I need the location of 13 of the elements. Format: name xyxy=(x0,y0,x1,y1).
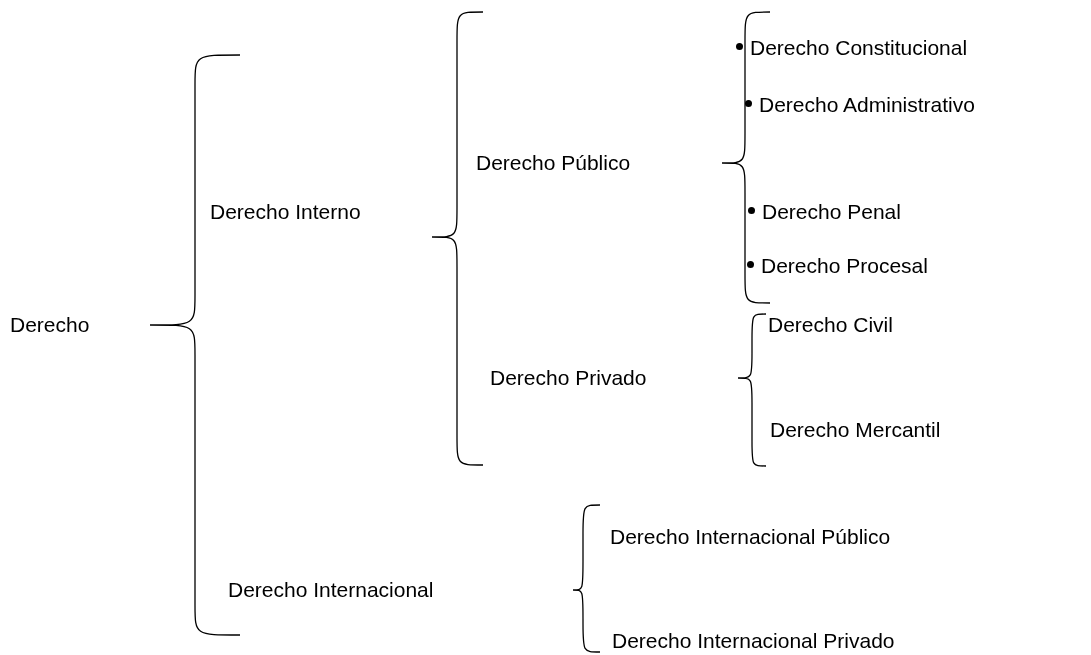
term-label: Derecho Público xyxy=(476,151,631,174)
term-label: Derecho Constitucional xyxy=(750,36,968,59)
term-label: Derecho Administrativo xyxy=(759,93,975,116)
term-label: Derecho Internacional xyxy=(228,578,434,601)
term-label: Derecho Penal xyxy=(762,200,901,223)
term-label: Derecho Interno xyxy=(210,200,361,223)
term-label: Derecho Mercantil xyxy=(770,418,941,441)
term-label: Derecho Internacional Privado xyxy=(612,629,895,652)
term-label: Derecho xyxy=(10,313,90,336)
term-label: Derecho Procesal xyxy=(761,254,928,277)
term-label: Derecho Civil xyxy=(768,313,893,336)
term-label: Derecho Internacional Público xyxy=(610,525,891,548)
term-label: Derecho Privado xyxy=(490,366,647,389)
